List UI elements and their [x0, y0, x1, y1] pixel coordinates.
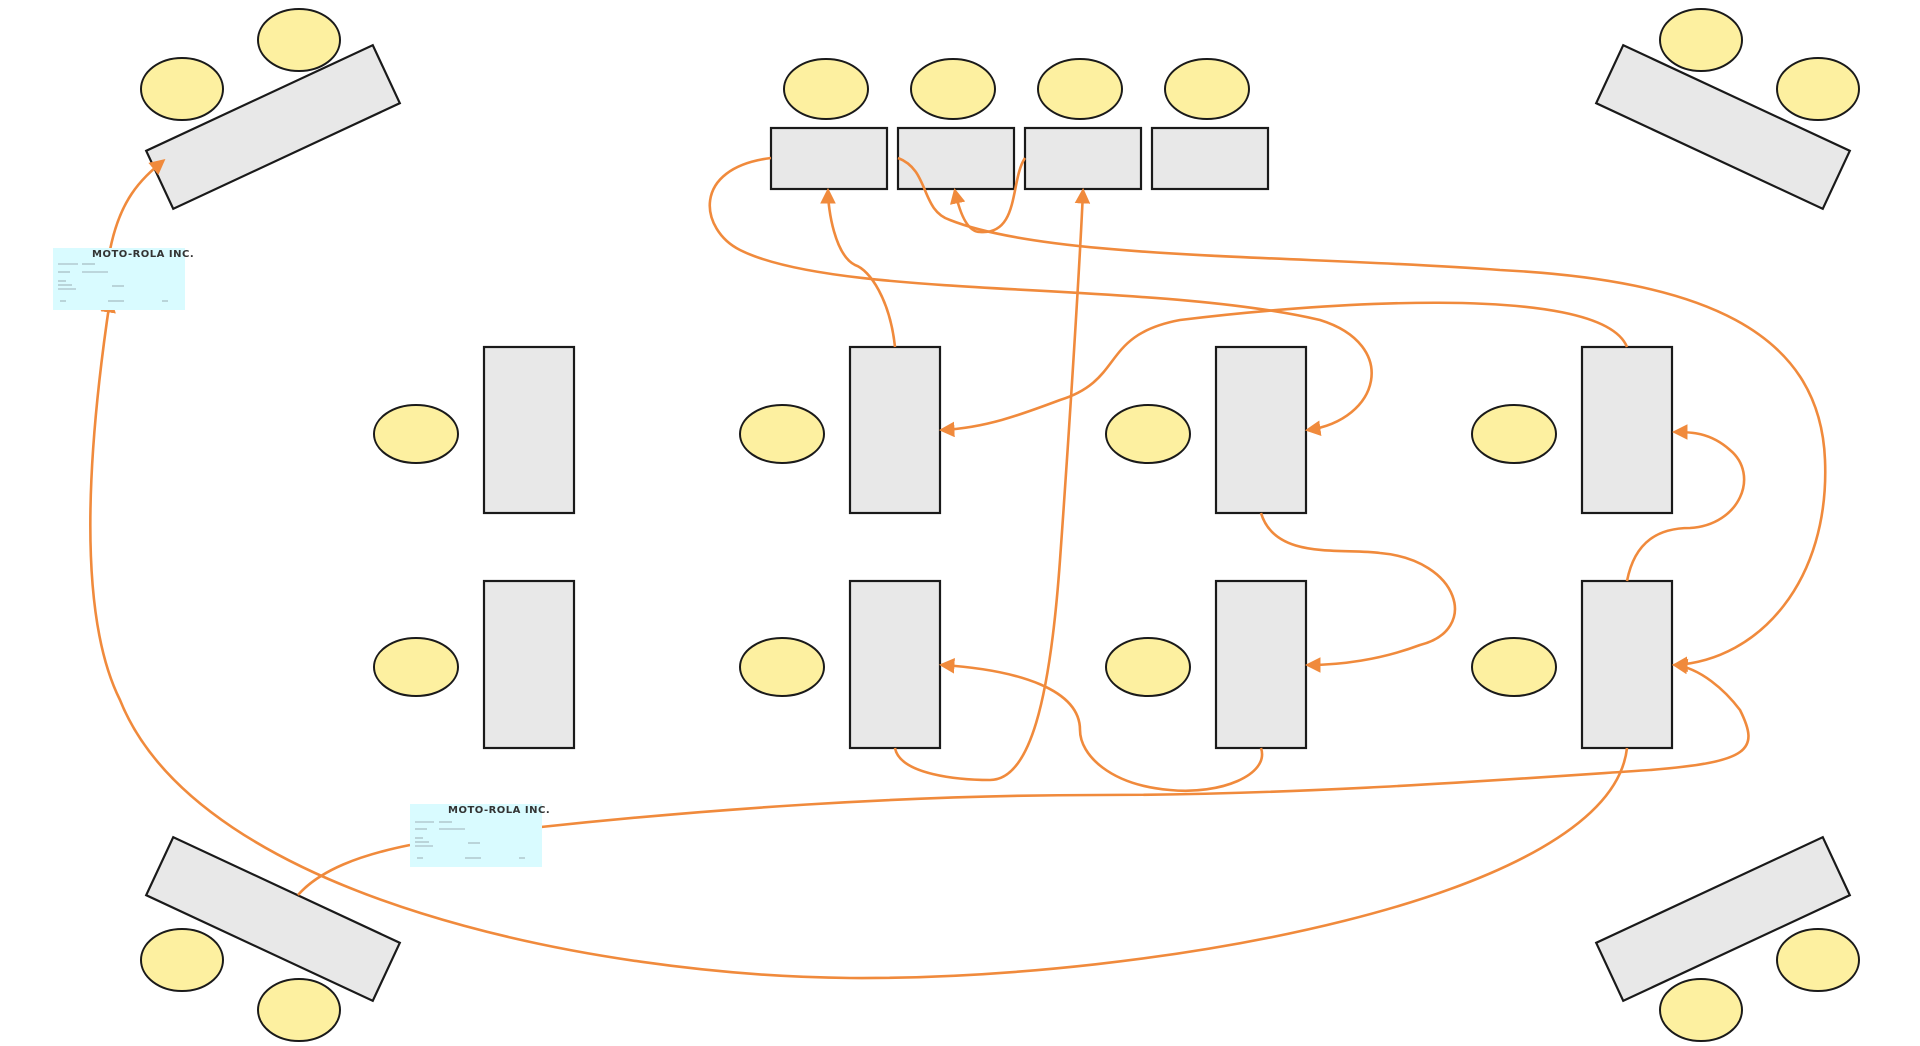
- seat: [140, 57, 224, 121]
- seat: [1776, 928, 1860, 992]
- info-card-1: MOTO-ROLA INC.: [53, 248, 194, 310]
- flow-connector: [820, 187, 897, 348]
- desk: [848, 579, 942, 750]
- seat: [739, 637, 825, 697]
- seat: [910, 58, 996, 120]
- card-title: MOTO-ROLA INC.: [92, 249, 194, 260]
- flow-connector: [938, 658, 1264, 793]
- flow-connector: [897, 156, 1827, 673]
- seat: [739, 404, 825, 464]
- corner-desk-bottom-right: [1594, 835, 1860, 1042]
- seat: [373, 404, 459, 464]
- seat: [1164, 58, 1250, 120]
- seat: [1105, 404, 1191, 464]
- top-desk-row: [769, 58, 1270, 191]
- desk: [1214, 579, 1308, 750]
- desk: [1580, 345, 1674, 515]
- flow-connector: [708, 156, 1373, 436]
- desk: [1214, 345, 1308, 515]
- desk: [769, 126, 889, 191]
- seat: [373, 637, 459, 697]
- info-card-2: MOTO-ROLA INC.: [410, 804, 550, 867]
- card-title: MOTO-ROLA INC.: [448, 805, 550, 816]
- flow-connectors: [89, 156, 1827, 980]
- desk-grid-row-2: [373, 579, 1674, 750]
- desk: [1023, 126, 1143, 191]
- desk: [896, 126, 1016, 191]
- desk: [1580, 579, 1674, 750]
- seat: [1659, 8, 1743, 72]
- seat: [140, 928, 224, 992]
- seat: [1105, 637, 1191, 697]
- flow-connector: [1259, 512, 1457, 673]
- flow-connector: [938, 301, 1629, 438]
- seat: [1471, 637, 1557, 697]
- desk: [482, 345, 576, 515]
- seat: [1471, 404, 1557, 464]
- flow-connector: [893, 187, 1091, 782]
- corner-desk-top-right: [1594, 8, 1860, 211]
- corner-desk-top-left: [140, 8, 402, 211]
- flow-connector: [1625, 424, 1746, 582]
- seat: [1037, 58, 1123, 120]
- seat: [1659, 978, 1743, 1042]
- corner-desk-bottom-left: [140, 835, 402, 1042]
- flow-connector: [297, 843, 411, 896]
- seat: [257, 8, 341, 72]
- seat: [1776, 57, 1860, 121]
- seat: [257, 978, 341, 1042]
- flow-connector: [540, 658, 1750, 829]
- desk: [1150, 126, 1270, 191]
- flow-connector: [89, 296, 1629, 980]
- desk: [482, 579, 576, 750]
- desk-grid-row-1: [373, 345, 1674, 515]
- desk: [848, 345, 942, 515]
- seat: [783, 58, 869, 120]
- flow-connector: [108, 159, 166, 251]
